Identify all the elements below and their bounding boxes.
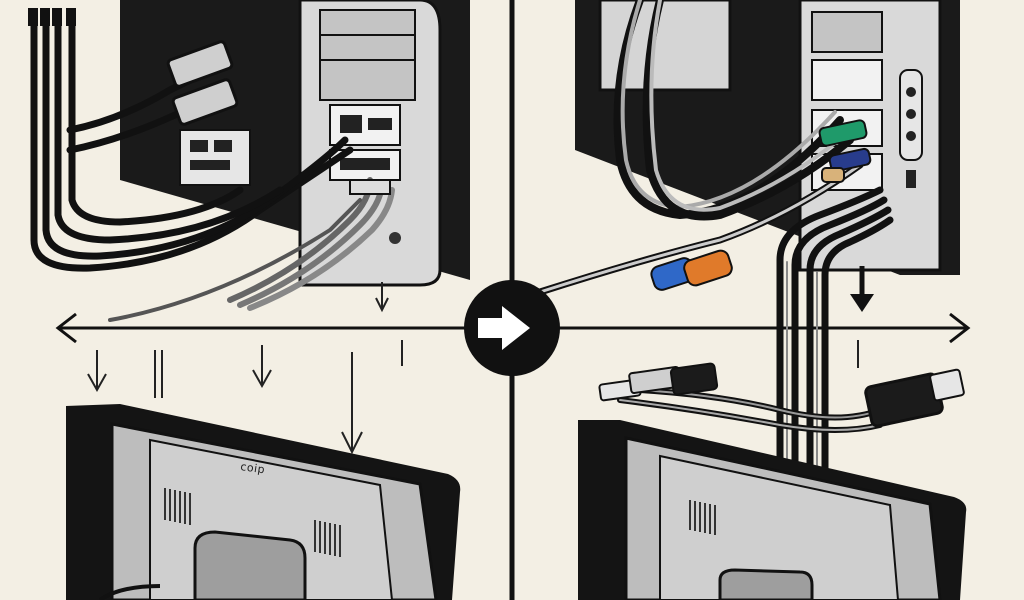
arrow-right-icon [464, 280, 560, 376]
arrow-down-icon [87, 350, 107, 393]
usb-cables [617, 387, 883, 433]
arrow-down-icon [341, 352, 363, 455]
top-left-plugs [28, 8, 391, 195]
arrow-down-icon [375, 282, 389, 313]
colored-audio-plugs [650, 119, 872, 291]
arrow-down-icon [154, 350, 163, 398]
down-arrow-markers [87, 282, 859, 455]
bottom-right-monitor [578, 420, 967, 600]
bottom-left-monitor [66, 404, 461, 600]
arrow-down-icon [850, 266, 874, 312]
top-right-pc-panel [575, 0, 960, 275]
arrow-down-icon [252, 345, 272, 389]
top-left-cables [30, 16, 395, 322]
monitor-brand-label: coip [240, 460, 266, 476]
usb-plugs [598, 362, 965, 428]
